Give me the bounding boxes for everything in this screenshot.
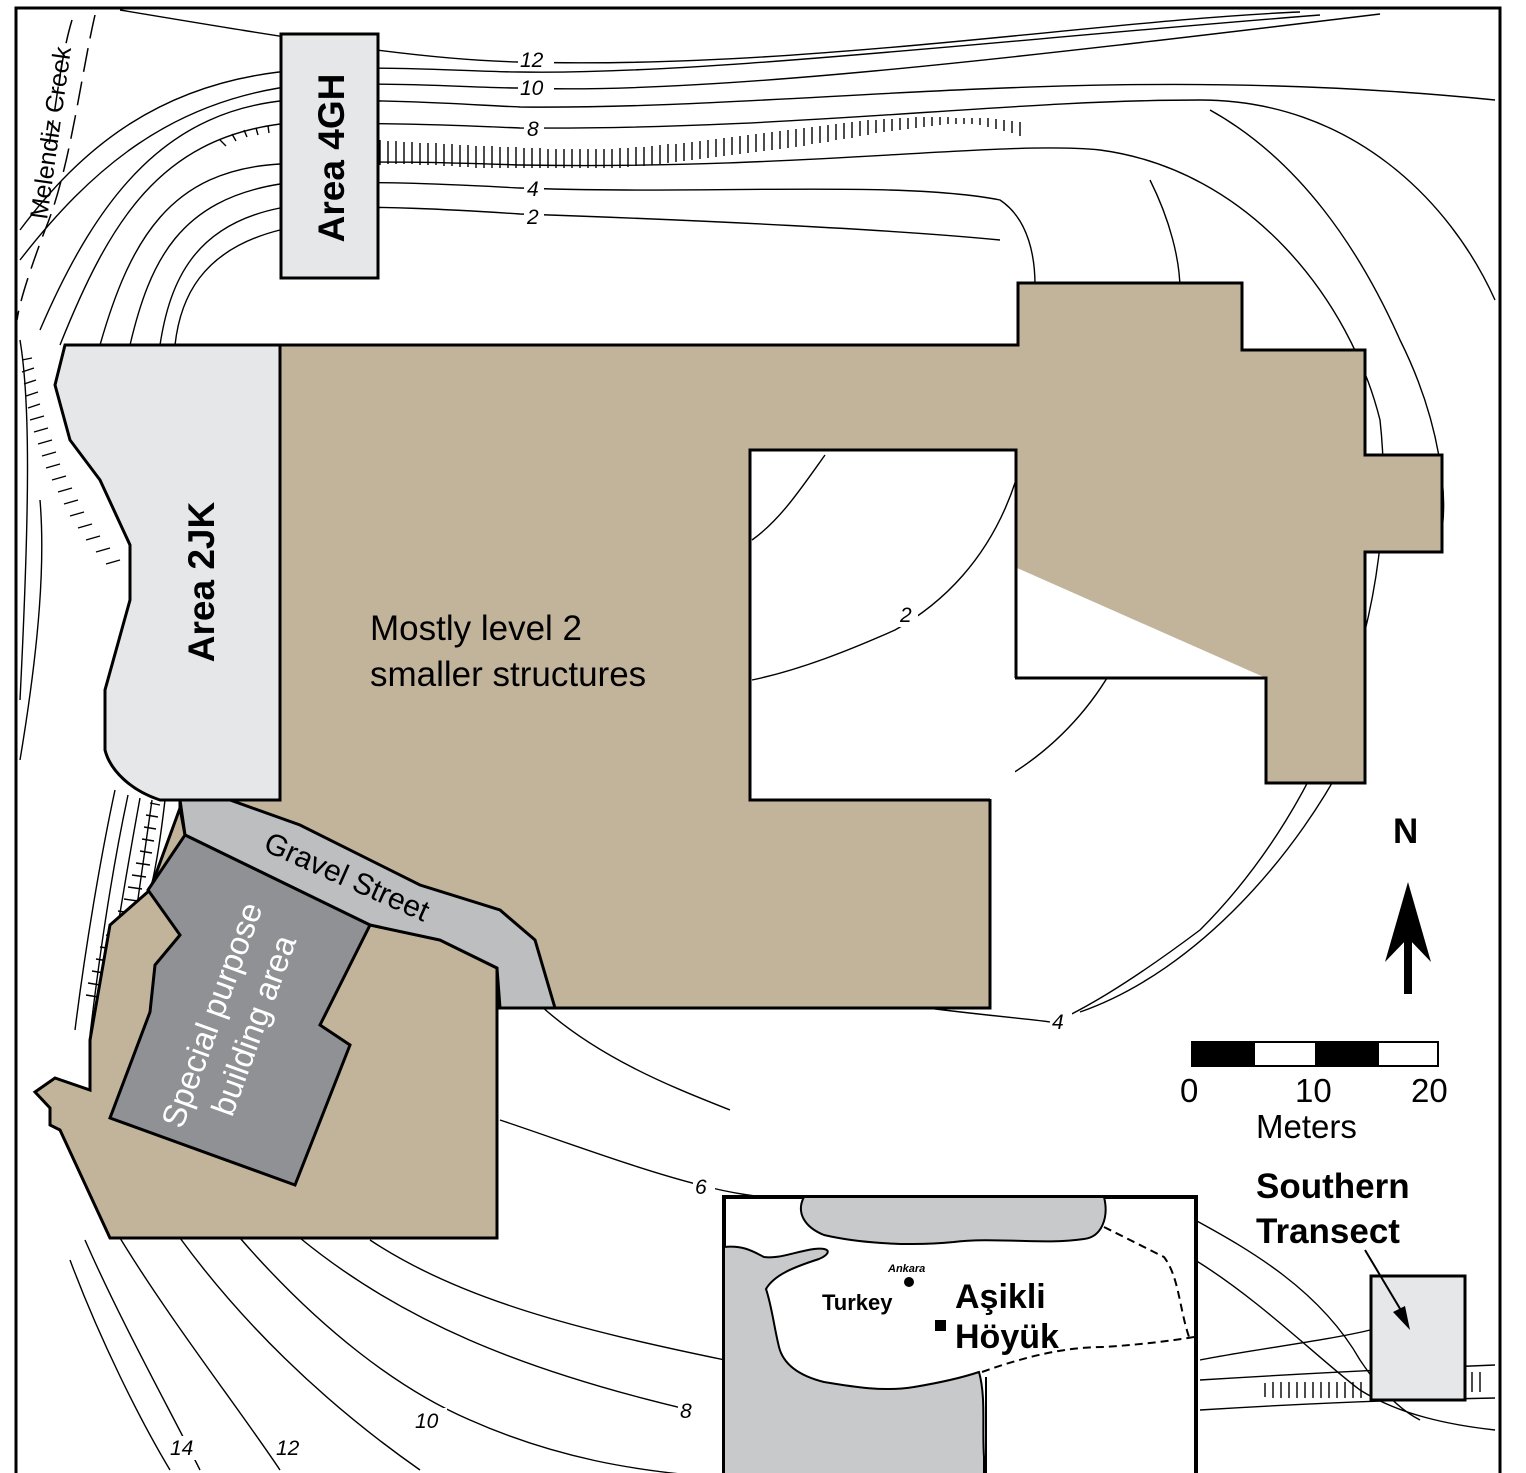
area-4gh-label: Area 4GH [311,74,352,243]
unexcavated-window-fill [751,451,1015,799]
contour-label-8-top: 8 [527,118,539,141]
southern-transect-label-1: Southern [1256,1167,1410,1206]
creek-line-2 [47,19,73,151]
contour-label-12-top: 12 [520,49,544,72]
excavated-main-area [178,281,1444,1010]
contour-label-2-top: 2 [526,206,539,229]
inset-ankara-label: Ankara [887,1263,925,1275]
mostly-level-label-2: smaller structures [370,655,646,694]
area-2jk [53,343,282,802]
hachures [21,117,1481,1398]
contour-window-b [751,479,1017,681]
scale-bar [1191,1041,1439,1067]
creek-line [16,14,96,321]
inset-site-label-1: Aşikli [955,1278,1046,1316]
area-2jk-label: Area 2JK [181,502,222,663]
contour-label-14-bottom: 14 [170,1437,193,1460]
contour-label-10-bottom: 10 [415,1410,439,1433]
contour-label-8-bottom: 8 [680,1400,692,1423]
special-purpose-area [108,833,373,1187]
southern-transect-box [1369,1274,1467,1402]
southern-transect-label-2: Transect [1256,1212,1400,1251]
contour-label-6: 6 [695,1176,707,1199]
north-label: N [1393,812,1418,851]
contour-lines-bottom [69,519,1496,1473]
area-4gh [279,32,380,280]
north-arrow-icon [1385,882,1431,994]
mostly-level-label-1: Mostly level 2 [370,609,582,648]
scale-unit: Meters [1256,1108,1357,1145]
contour-label-4-top: 4 [527,178,539,201]
inset-site-label-2: Höyük [955,1318,1059,1356]
transect-pointer-arrow-icon [1364,1249,1410,1330]
scale-tick-10: 10 [1295,1072,1332,1109]
contour-label-10-top: 10 [520,77,544,100]
inset-map [722,1195,1198,1473]
contour-label-2-mid: 2 [899,604,912,627]
contour-label-4-right: 4 [1052,1011,1064,1034]
scale-tick-0: 0 [1180,1072,1198,1109]
contour-window-a [751,454,826,541]
window-outline [748,448,1018,802]
scale-tick-20: 20 [1411,1072,1448,1109]
inset-turkey-label: Turkey [822,1290,893,1315]
contour-label-12-bottom: 12 [276,1437,300,1460]
